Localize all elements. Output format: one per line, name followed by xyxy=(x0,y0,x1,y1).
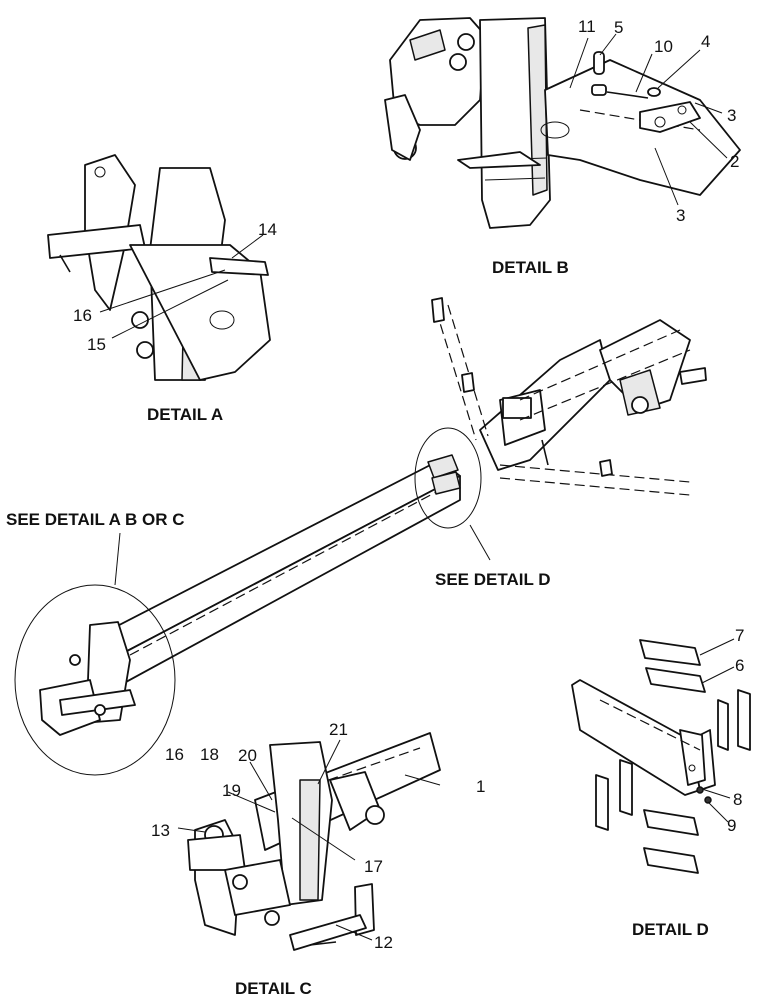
callout-21: 21 xyxy=(329,720,348,739)
callout-16-detail-c: 16 xyxy=(165,745,184,764)
callout-12: 12 xyxy=(374,933,393,952)
detail-a-caption: DETAIL A xyxy=(147,405,223,424)
detail-d-caption: DETAIL D xyxy=(632,920,709,939)
callout-13: 13 xyxy=(151,821,170,840)
callout-14: 14 xyxy=(258,220,277,239)
callout-20: 20 xyxy=(238,746,257,765)
callout-5: 5 xyxy=(614,18,623,37)
callout-2: 2 xyxy=(730,152,739,171)
callout-4: 4 xyxy=(701,32,710,51)
detail-a-drawing xyxy=(47,154,271,381)
callout-16-detail-a: 16 xyxy=(73,306,92,325)
callout-18: 18 xyxy=(200,745,219,764)
callout-17: 17 xyxy=(364,857,383,876)
callout-7: 7 xyxy=(735,626,744,645)
main-tube-drawing xyxy=(14,297,707,776)
see-detail-abc-caption: SEE DETAIL A B OR C xyxy=(6,510,185,529)
callout-19: 19 xyxy=(222,781,241,800)
detail-b-caption: DETAIL B xyxy=(492,258,569,277)
callout-1: 1 xyxy=(476,777,485,796)
callout-3-lower: 3 xyxy=(676,206,685,225)
detail-c-drawing xyxy=(177,732,441,951)
detail-d-drawing xyxy=(571,638,751,874)
callout-15: 15 xyxy=(87,335,106,354)
detail-b-drawing xyxy=(384,17,741,229)
callout-6: 6 xyxy=(735,656,744,675)
see-detail-d-caption: SEE DETAIL D xyxy=(435,570,551,589)
callout-9: 9 xyxy=(727,816,736,835)
callout-11: 11 xyxy=(578,17,596,36)
callout-10: 10 xyxy=(654,37,673,56)
callout-3-upper: 3 xyxy=(727,106,736,125)
callout-8: 8 xyxy=(733,790,742,809)
detail-c-caption: DETAIL C xyxy=(235,979,312,998)
